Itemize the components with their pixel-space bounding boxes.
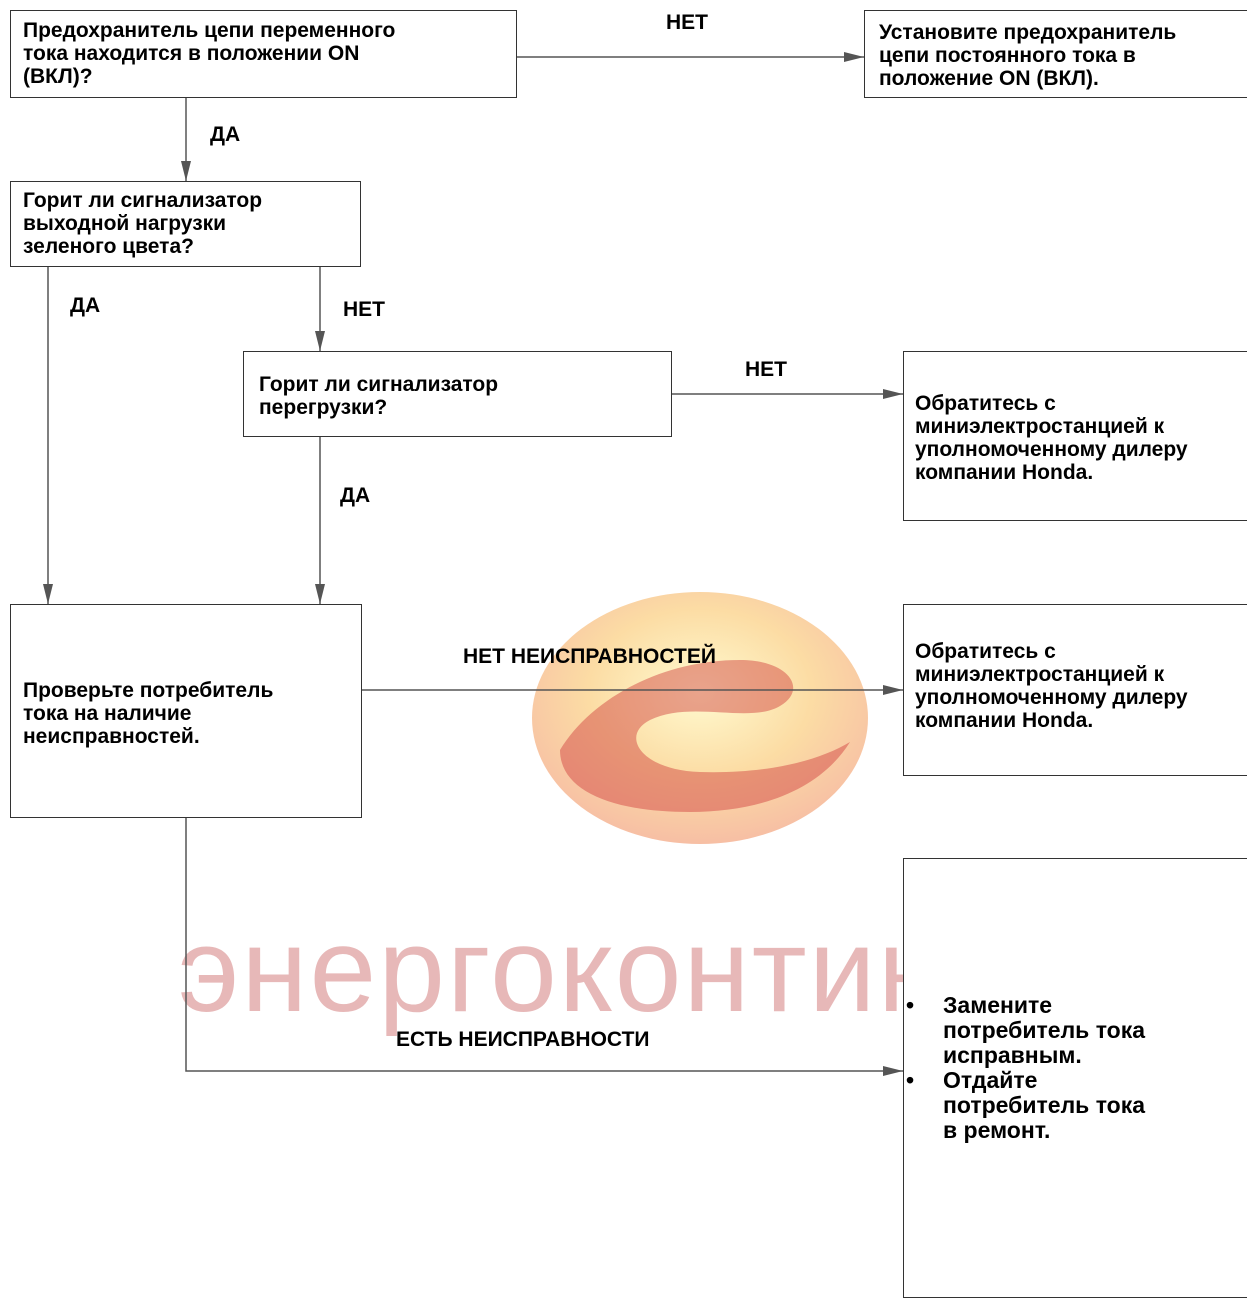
question-overload-text: Горит ли сигнализатор перегрузки? <box>259 373 499 419</box>
action-item-repair: • Отдайте потребитель тока в ремонт. <box>906 1068 1145 1143</box>
set-fuse-text: Установите предохранитель цепи постоянно… <box>879 21 1177 90</box>
label-fuse-yes: ДА <box>210 123 241 146</box>
label-has-faults: ЕСТЬ НЕИСПРАВНОСТИ <box>396 1028 650 1051</box>
contact-dealer-box-2: Обратитесь с миниэлектростанцией к уполн… <box>903 604 1247 776</box>
label-overload-no: НЕТ <box>745 358 787 381</box>
contact-dealer-box-1: Обратитесь с миниэлектростанцией к уполн… <box>903 351 1247 521</box>
bullet-icon: • <box>906 992 915 1018</box>
action-item-replace: • Замените потребитель тока исправным. <box>906 993 1145 1068</box>
check-load-text: Проверьте потребитель тока на наличие не… <box>23 679 274 748</box>
bullet-icon: • <box>906 1067 915 1093</box>
question-fuse-box: Предохранитель цепи переменного тока нах… <box>10 10 517 98</box>
label-green-yes: ДА <box>70 294 101 317</box>
label-green-no: НЕТ <box>343 298 385 321</box>
label-fuse-no: НЕТ <box>666 11 708 34</box>
action-text-repair: Отдайте потребитель тока в ремонт. <box>943 1067 1146 1143</box>
contact-dealer-text-2: Обратитесь с миниэлектростанцией к уполн… <box>915 640 1188 732</box>
question-overload-box: Горит ли сигнализатор перегрузки? <box>243 351 672 437</box>
action-text-replace: Замените потребитель тока исправным. <box>943 992 1146 1068</box>
actions-list: • Замените потребитель тока исправным. •… <box>906 993 1145 1143</box>
set-fuse-box: Установите предохранитель цепи постоянно… <box>864 10 1247 98</box>
question-green-indicator-text: Горит ли сигнализатор выходной нагрузки … <box>23 189 263 258</box>
label-no-faults: НЕТ НЕИСПРАВНОСТЕЙ <box>463 645 716 668</box>
actions-box: • Замените потребитель тока исправным. •… <box>903 858 1247 1298</box>
contact-dealer-text-1: Обратитесь с миниэлектростанцией к уполн… <box>915 392 1188 484</box>
label-overload-yes: ДА <box>340 484 371 507</box>
check-load-box: Проверьте потребитель тока на наличие не… <box>10 604 362 818</box>
question-fuse-text: Предохранитель цепи переменного тока нах… <box>23 19 396 88</box>
question-green-indicator-box: Горит ли сигнализатор выходной нагрузки … <box>10 181 361 267</box>
arrow-check-faults <box>185 817 903 1076</box>
